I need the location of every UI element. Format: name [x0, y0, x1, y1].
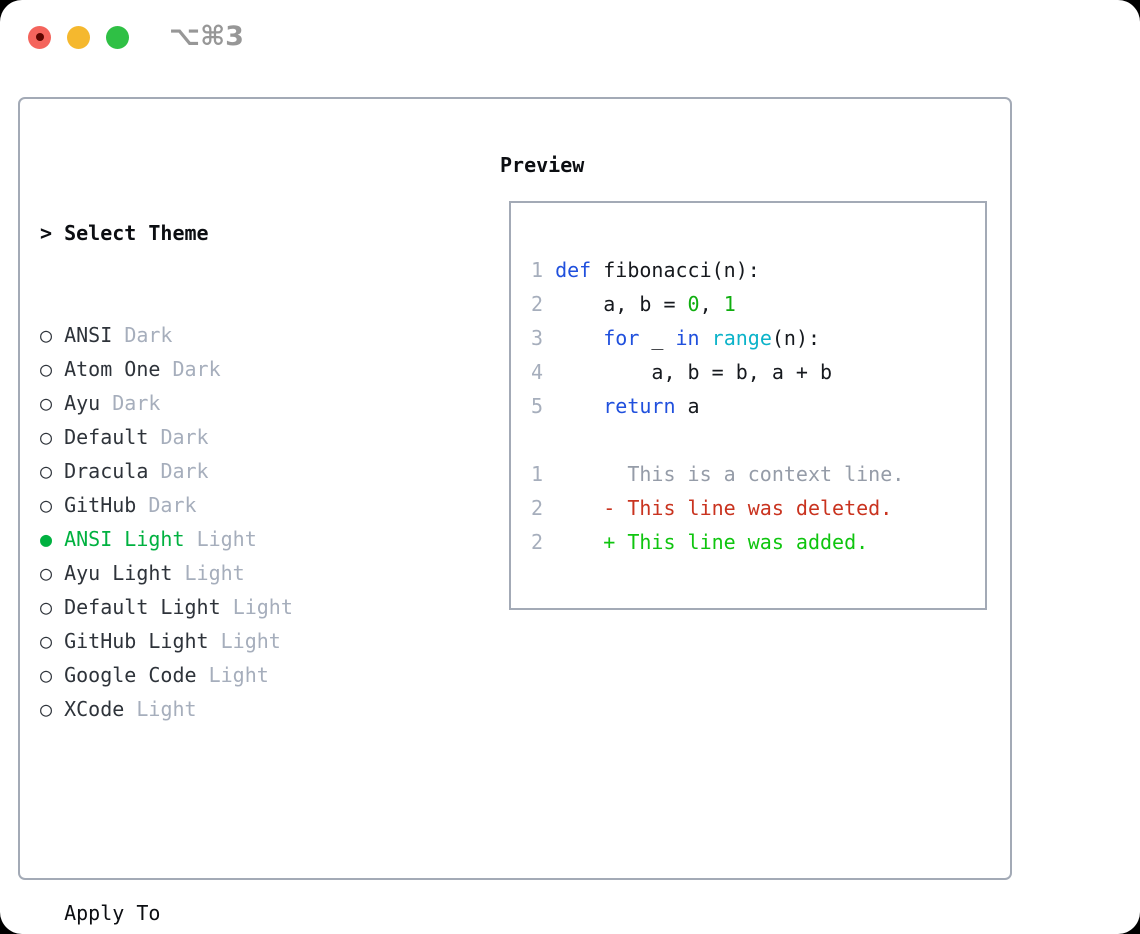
select-theme-title: Select Theme — [64, 221, 209, 245]
theme-option-label: Ayu Light — [64, 561, 173, 585]
theme-option-label: Google Code — [64, 663, 197, 687]
preview-title: Preview — [500, 153, 585, 177]
code-line: 1 This is a context line. — [531, 462, 905, 486]
preview-code: 1 def fibonacci(n): 2 a, b = 0, 1 3 for _ … — [531, 253, 904, 559]
theme-option-label: Default Light — [64, 595, 221, 619]
theme-variant-label: Dark — [112, 391, 161, 415]
theme-option-github[interactable]: ○ GitHub Dark — [40, 488, 377, 522]
theme-variant-label: Light — [208, 663, 269, 687]
theme-option-label: GitHub — [64, 493, 137, 517]
theme-variant-label: Light — [196, 527, 257, 551]
theme-option-label: ANSI Light — [64, 527, 185, 551]
theme-option-label: Dracula — [64, 459, 149, 483]
radio-unselected-icon: ○ — [40, 391, 53, 415]
theme-variant-label: Light — [232, 595, 293, 619]
radio-unselected-icon: ○ — [40, 595, 53, 619]
theme-variant-label: Light — [136, 697, 197, 721]
theme-option-dracula[interactable]: ○ Dracula Dark — [40, 454, 377, 488]
select-theme-header: > Select Theme — [40, 216, 377, 250]
code-line: 2 - This line was deleted. — [531, 496, 893, 520]
cursor-prefix-icon: > — [40, 221, 53, 245]
radio-unselected-icon: ○ — [40, 425, 53, 449]
theme-option-xcode[interactable]: ○ XCode Light — [40, 692, 377, 726]
preview-box: 1 def fibonacci(n): 2 a, b = 0, 1 3 for _ … — [509, 201, 987, 610]
theme-option-label: Default — [64, 425, 149, 449]
theme-option-default-light[interactable]: ○ Default Light Light — [40, 590, 377, 624]
theme-selector-panel: > Select Theme ○ ANSI Dark○ Atom One Dar… — [18, 97, 1012, 925]
theme-option-ayu-light[interactable]: ○ Ayu Light Light — [40, 556, 377, 590]
theme-option-label: GitHub Light — [64, 629, 209, 653]
radio-unselected-icon: ○ — [40, 663, 53, 687]
theme-list: > Select Theme ○ ANSI Dark○ Atom One Dar… — [40, 148, 377, 934]
code-line: 4 a, b = b, a + b — [531, 360, 833, 384]
radio-unselected-icon: ○ — [40, 561, 53, 585]
close-dot-icon — [35, 33, 44, 41]
radio-unselected-icon: ○ — [40, 629, 53, 653]
code-line: 5 return a — [531, 394, 700, 418]
theme-option-ansi-light[interactable]: ● ANSI Light Light — [40, 522, 377, 556]
radio-unselected-icon: ○ — [40, 697, 53, 721]
theme-variant-label: Dark — [160, 459, 209, 483]
radio-unselected-icon: ○ — [40, 493, 53, 517]
code-line — [531, 423, 904, 457]
radio-unselected-icon: ○ — [40, 357, 53, 381]
theme-variant-label: Light — [184, 561, 245, 585]
apply-to-title: Apply To — [64, 901, 161, 925]
close-button[interactable] — [28, 25, 51, 49]
theme-option-default[interactable]: ○ Default Dark — [40, 420, 377, 454]
theme-option-atom-one[interactable]: ○ Atom One Dark — [40, 352, 377, 386]
zoom-button[interactable] — [106, 25, 129, 49]
code-line: 3 for _ in range(n): — [531, 326, 821, 350]
theme-variant-label: Light — [220, 629, 281, 653]
theme-variant-label: Dark — [172, 357, 221, 381]
titlebar: ⌥⌘3 — [28, 21, 244, 52]
theme-option-ayu[interactable]: ○ Ayu Dark — [40, 386, 377, 420]
theme-option-label: Atom One — [64, 357, 161, 381]
spacer-line — [40, 794, 377, 828]
code-line: 2 + This line was added. — [531, 530, 869, 554]
radio-selected-icon: ● — [40, 527, 53, 551]
theme-variant-label: Dark — [148, 493, 197, 517]
theme-option-label: ANSI — [64, 323, 113, 347]
window-shortcut-label: ⌥⌘3 — [169, 21, 244, 52]
minimize-button[interactable] — [67, 25, 90, 49]
theme-option-ansi[interactable]: ○ ANSI Dark — [40, 318, 377, 352]
theme-option-google-code[interactable]: ○ Google Code Light — [40, 658, 377, 692]
code-line: 1 def fibonacci(n): — [531, 258, 760, 282]
code-line: 2 a, b = 0, 1 — [531, 292, 736, 316]
theme-option-github-light[interactable]: ○ GitHub Light Light — [40, 624, 377, 658]
radio-unselected-icon: ○ — [40, 323, 53, 347]
theme-variant-label: Dark — [160, 425, 209, 449]
theme-option-label: XCode — [64, 697, 125, 721]
theme-variant-label: Dark — [124, 323, 173, 347]
theme-option-label: Ayu — [64, 391, 101, 415]
apply-to-header: Apply To — [40, 896, 377, 930]
radio-unselected-icon: ○ — [40, 459, 53, 483]
